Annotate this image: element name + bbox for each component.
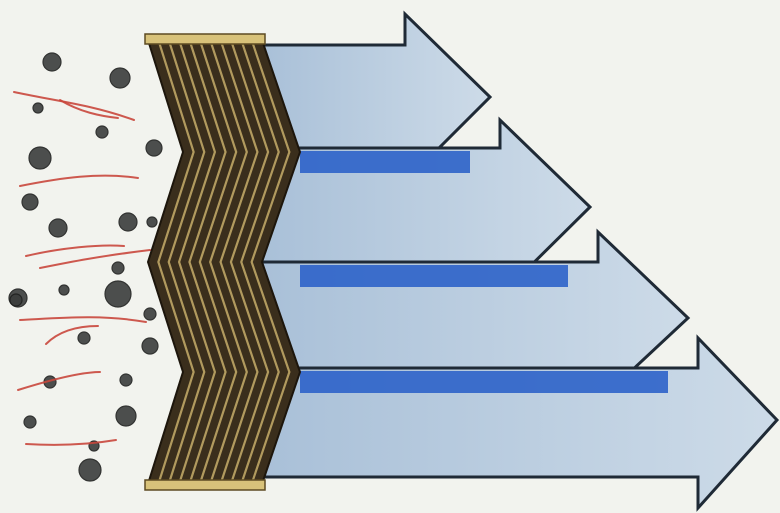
fiber-8: [26, 440, 116, 445]
particle-5: [29, 147, 51, 169]
fiber-1: [14, 92, 134, 120]
particle-11: [105, 281, 131, 307]
particle-12: [144, 308, 156, 320]
particle-3: [96, 126, 108, 138]
arrow-band-4: [300, 371, 668, 393]
particle-19: [79, 459, 101, 481]
arrow-band-2: [300, 151, 470, 173]
particle-9: [112, 262, 124, 274]
particle-22: [59, 285, 69, 295]
particle-23: [147, 217, 157, 227]
particle-6: [22, 194, 38, 210]
fiber-4: [26, 245, 124, 256]
fiber-7: [18, 372, 100, 390]
particle-18: [24, 416, 36, 428]
fiber-6: [20, 317, 146, 322]
particle-24: [33, 103, 43, 113]
particle-14: [142, 338, 158, 354]
fiber-5: [40, 250, 150, 268]
particle-8: [119, 213, 137, 231]
particle-4: [146, 140, 162, 156]
particle-7: [49, 219, 67, 237]
arrow-band-3: [300, 265, 568, 287]
filter-frame-bottom: [145, 480, 265, 490]
particle-2: [110, 68, 130, 88]
clean-air-arrows-group: [262, 14, 777, 508]
filter-frame-top: [145, 34, 265, 44]
particle-13: [78, 332, 90, 344]
fiber-3: [20, 176, 138, 186]
fiber-9: [46, 326, 98, 344]
particle-16: [120, 374, 132, 386]
particle-17: [116, 406, 136, 426]
particle-20: [10, 294, 22, 306]
particle-1: [43, 53, 61, 71]
contaminants-group: [9, 53, 162, 481]
